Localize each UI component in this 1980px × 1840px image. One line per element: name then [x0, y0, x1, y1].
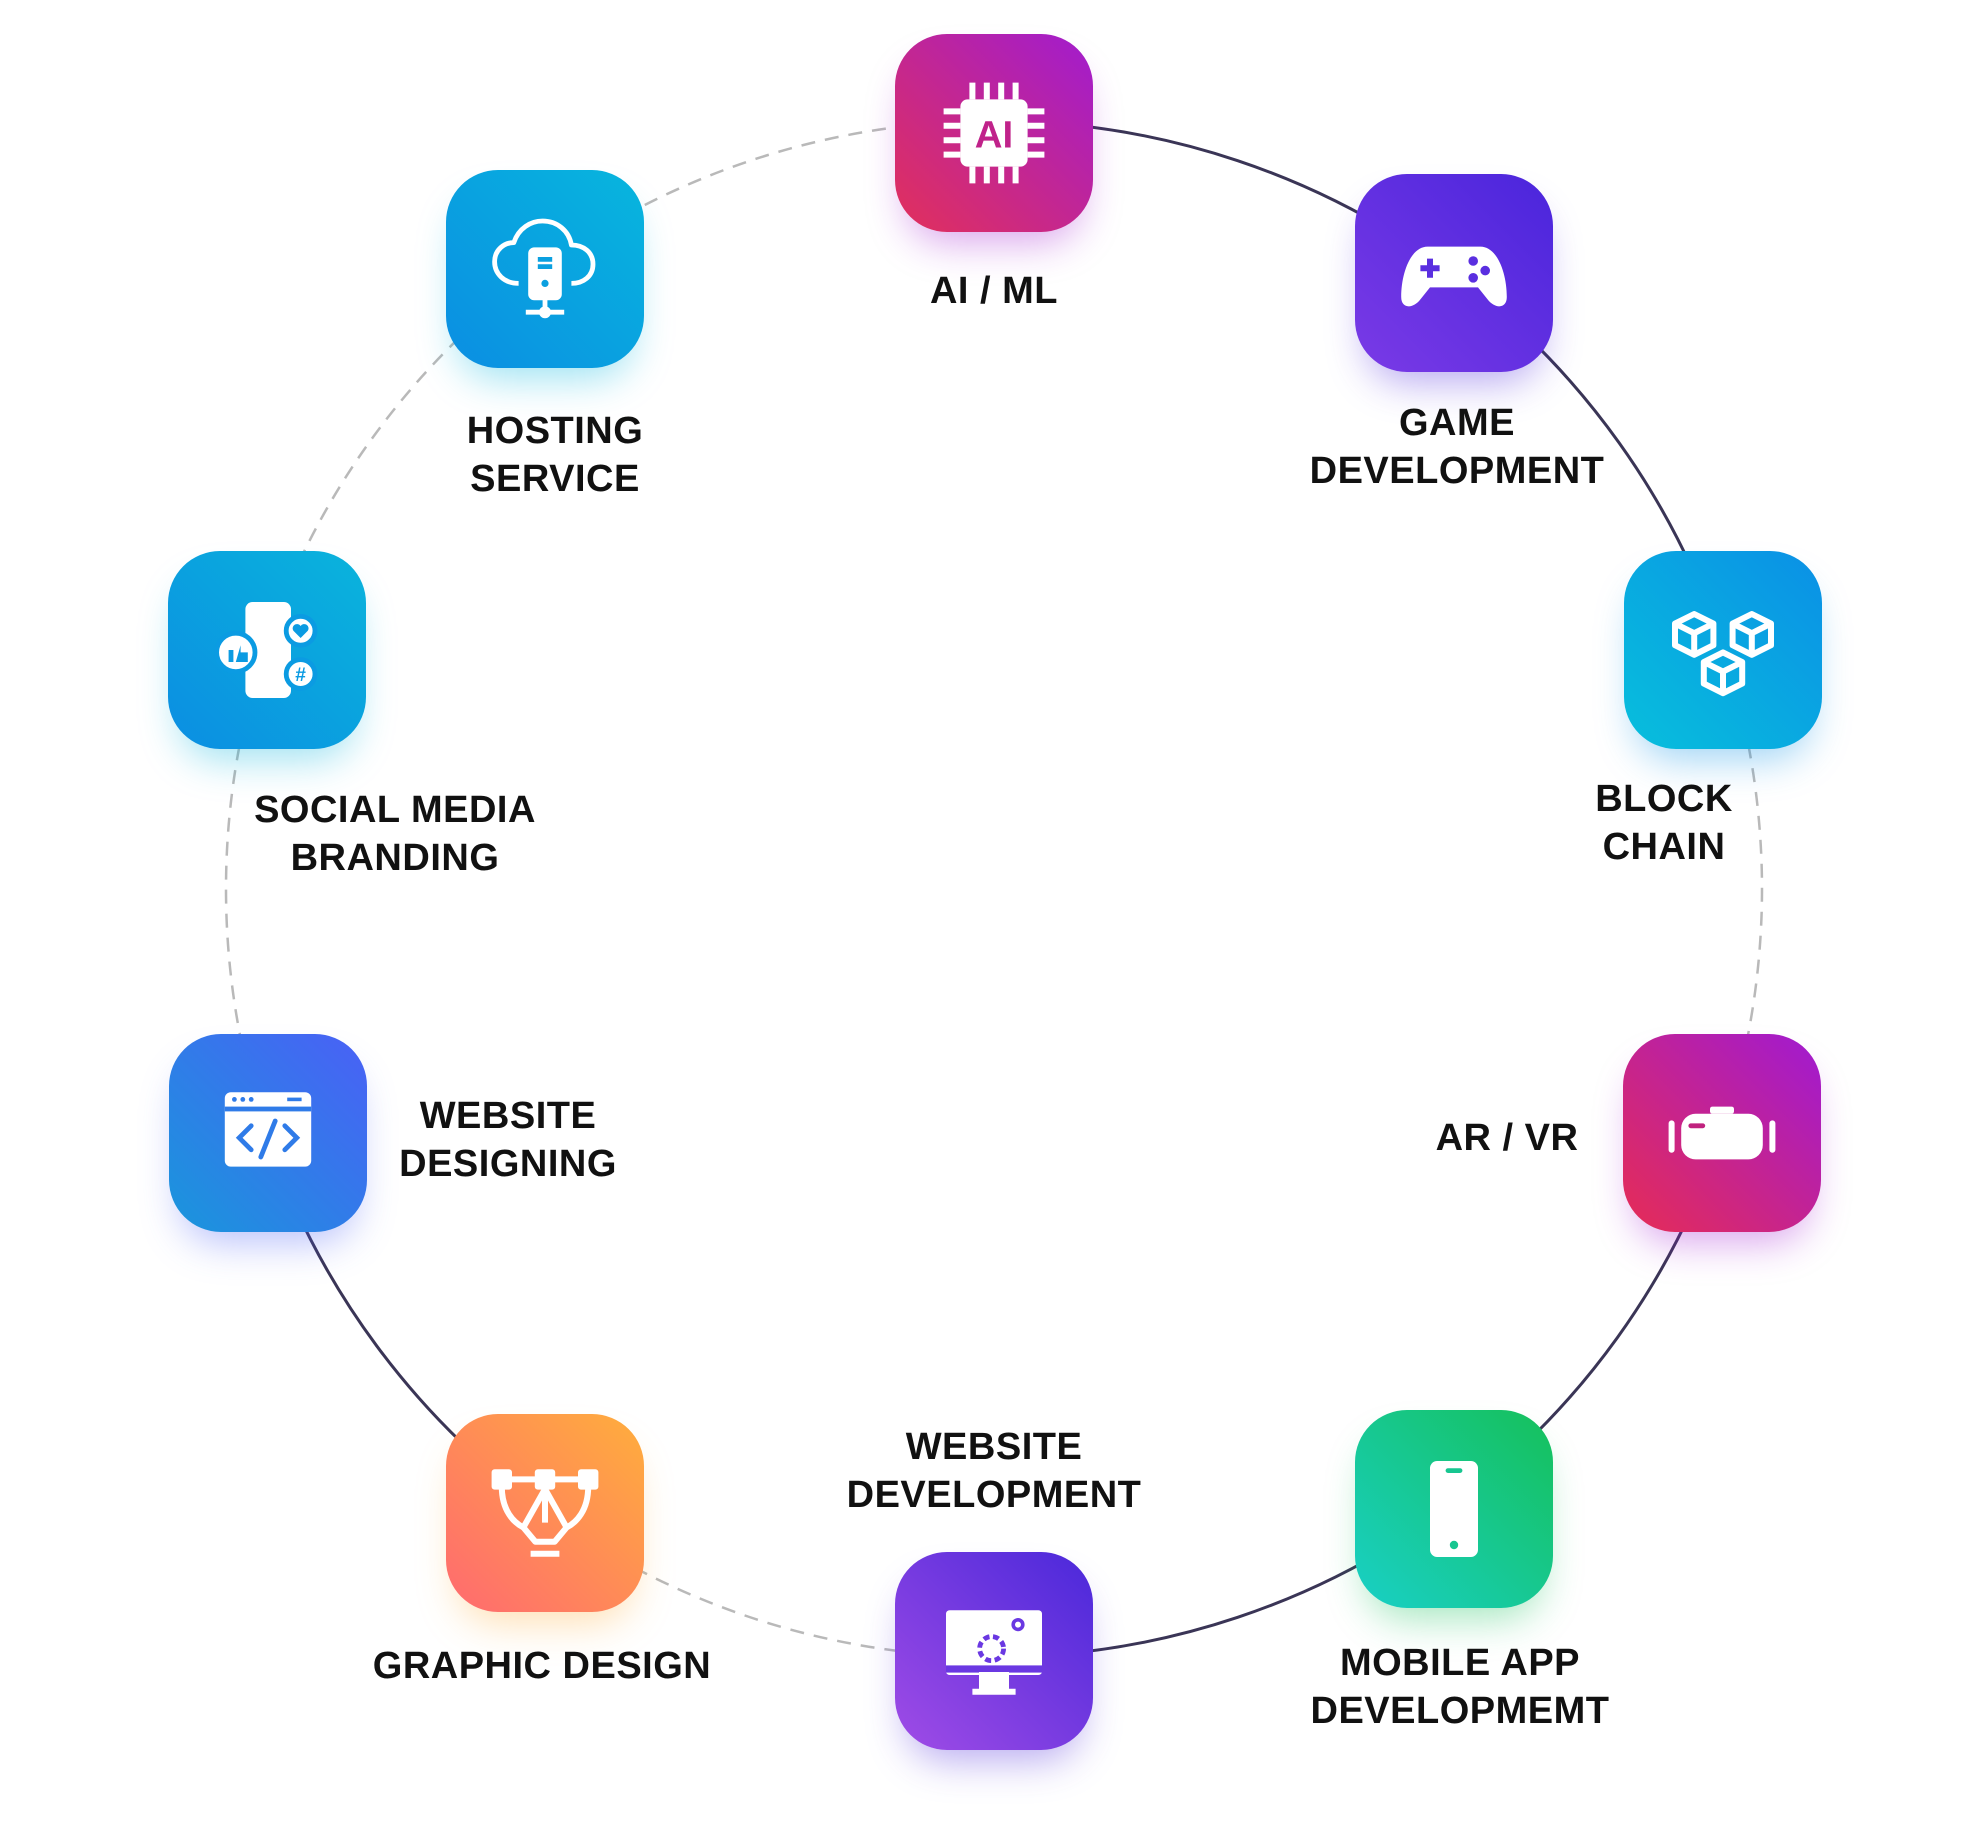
ring-arc-dashed: [1721, 651, 1764, 1134]
label-ai-ml: AI / ML: [929, 270, 1059, 312]
ar-vr-tile[interactable]: [1623, 1034, 1821, 1232]
smartphone-icon: [1430, 1461, 1478, 1557]
website-designing-tile[interactable]: [169, 1034, 367, 1232]
code-window-icon: [224, 1092, 312, 1167]
ring-arc-dashed: [224, 651, 270, 1140]
social-phone-icon: #: [214, 602, 318, 698]
mobile-app-development-tile[interactable]: [1355, 1410, 1553, 1608]
vr-headset-icon: [1668, 1106, 1776, 1160]
social-media-branding-tile[interactable]: #: [168, 551, 366, 749]
graphic-design-tile[interactable]: [446, 1414, 644, 1612]
svg-text:AI: AI: [975, 113, 1013, 156]
label-ar-vr: AR / VR: [1435, 1117, 1579, 1159]
ai-chip-icon: AI: [943, 82, 1045, 184]
block-chain-tile[interactable]: [1624, 551, 1822, 749]
cloud-server-icon: [492, 218, 596, 319]
label-graphic-design: GRAPHIC DESIGN: [372, 1645, 712, 1687]
monitor-gear-icon: [946, 1610, 1042, 1695]
svg-text:#: #: [295, 665, 306, 686]
game-development-tile[interactable]: [1355, 174, 1553, 372]
hosting-service-tile[interactable]: [446, 170, 644, 368]
pen-tool-icon: [491, 1469, 599, 1557]
ai-ml-tile[interactable]: AI: [895, 34, 1093, 232]
blocks-icon: [1672, 611, 1774, 697]
website-development-tile[interactable]: [895, 1552, 1093, 1750]
gamepad-icon: [1401, 246, 1507, 307]
